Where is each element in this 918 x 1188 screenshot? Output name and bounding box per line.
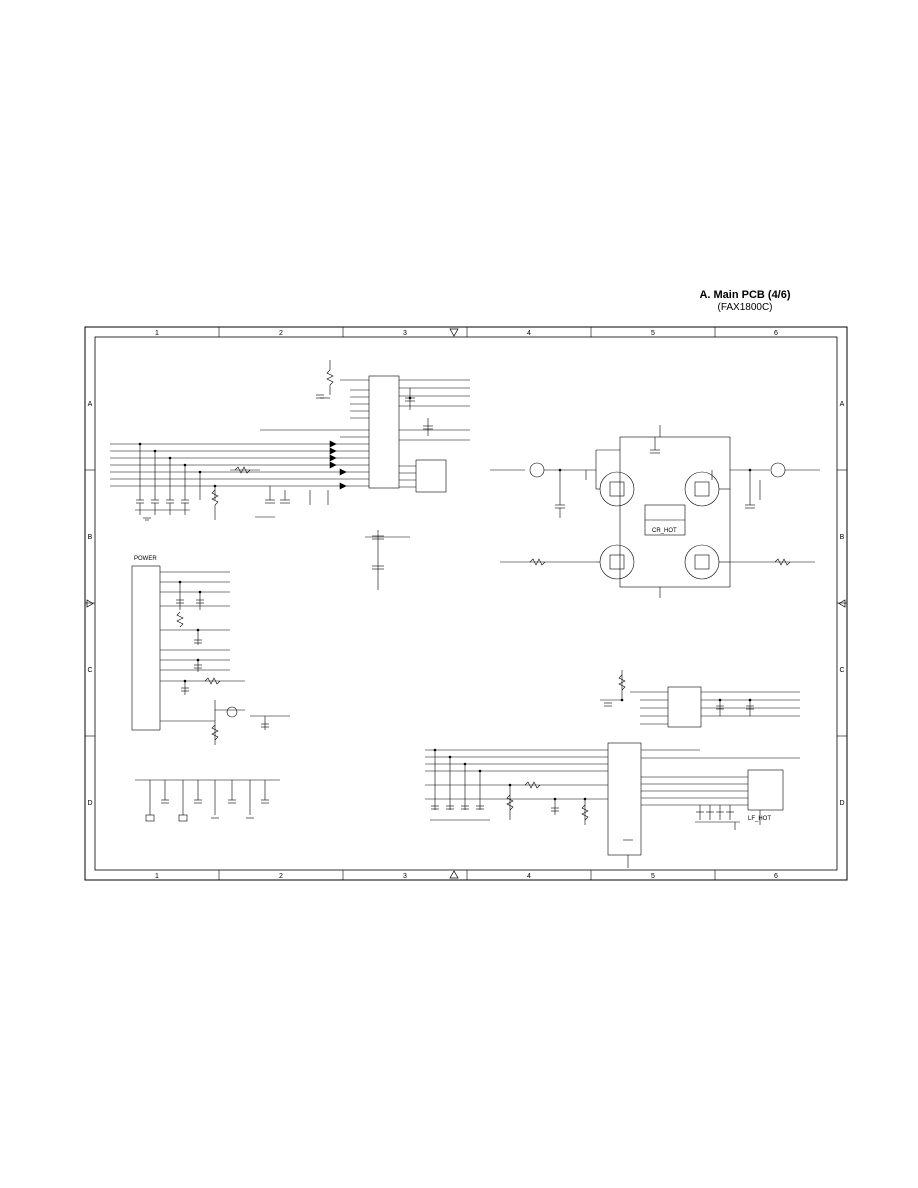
col-label-top-3: 3 bbox=[403, 330, 407, 337]
junction-dots bbox=[138, 396, 752, 801]
col-label-top-6: 6 bbox=[774, 330, 778, 337]
row-label-left-c: C bbox=[87, 667, 92, 674]
row-label-left-a: A bbox=[88, 401, 93, 408]
bottom-left-filter-row bbox=[135, 779, 280, 822]
col-label-bottom-1: 1 bbox=[155, 873, 159, 880]
row-label-right-b: B bbox=[840, 534, 845, 541]
col-label-top-5: 5 bbox=[651, 330, 655, 337]
page-subtitle: (FAX1800C) bbox=[717, 302, 773, 313]
lf-hot-label: LF_HOT bbox=[748, 816, 771, 822]
col-label-top-1: 1 bbox=[155, 330, 159, 337]
inner-frame bbox=[94, 336, 838, 871]
io-connector-region bbox=[110, 360, 470, 590]
row-label-right-c: C bbox=[839, 667, 844, 674]
col-label-bottom-6: 6 bbox=[774, 873, 778, 880]
lf-hot-driver bbox=[425, 670, 800, 868]
row-label-right-a: A bbox=[840, 401, 845, 408]
row-label-left-b: B bbox=[88, 534, 93, 541]
row-label-left-d: D bbox=[87, 800, 92, 807]
power-block-label: POWER bbox=[134, 556, 157, 562]
row-label-right-d: D bbox=[839, 800, 844, 807]
outer-frame bbox=[84, 326, 848, 881]
cr-hot-label: CR_HOT bbox=[652, 528, 677, 534]
col-label-bottom-4: 4 bbox=[527, 873, 531, 880]
column-dividers bbox=[85, 327, 847, 880]
centering-marks bbox=[86, 328, 846, 879]
col-label-top-4: 4 bbox=[527, 330, 531, 337]
col-label-bottom-5: 5 bbox=[651, 873, 655, 880]
col-label-bottom-2: 2 bbox=[279, 873, 283, 880]
col-label-bottom-3: 3 bbox=[403, 873, 407, 880]
cr-hot-hbridge bbox=[490, 425, 820, 598]
page-title: A. Main PCB (4/6) bbox=[699, 289, 791, 301]
power-connector-block bbox=[131, 565, 290, 745]
col-label-top-2: 2 bbox=[279, 330, 283, 337]
